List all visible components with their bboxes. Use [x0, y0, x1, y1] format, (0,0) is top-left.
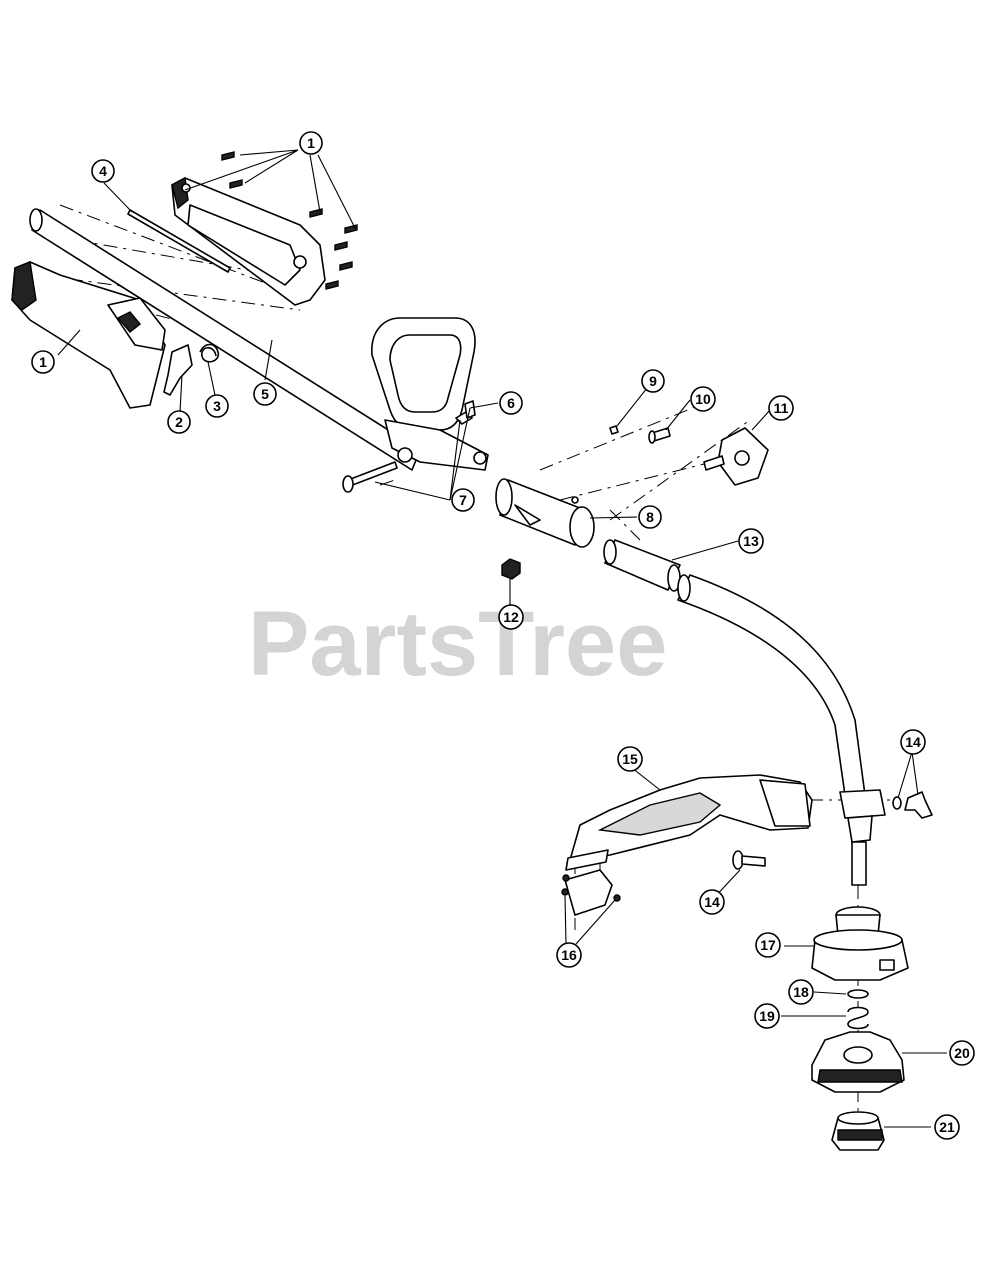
callout-12[interactable]: 12 [498, 604, 524, 630]
watermark: PartsTree TM [248, 593, 738, 695]
callouts: 1 1 2 3 4 5 6 7 8 9 10 1 [31, 131, 975, 1140]
callout-21[interactable]: 21 [934, 1114, 960, 1140]
svg-text:14: 14 [704, 894, 720, 910]
coupler-bolt [648, 427, 671, 444]
wing-nut-and-washer [892, 791, 933, 819]
lower-shaft-insert [603, 539, 681, 592]
svg-text:12: 12 [503, 609, 519, 625]
bump-knob [831, 1111, 885, 1151]
callout-18[interactable]: 18 [788, 979, 814, 1005]
callout-17[interactable]: 17 [755, 932, 781, 958]
lower-shaft [677, 574, 866, 796]
leader-lines [57, 149, 947, 1128]
rear-handle [11, 261, 166, 409]
callout-5[interactable]: 5 [253, 382, 277, 406]
callout-9[interactable]: 9 [641, 369, 665, 393]
callout-14-bolt[interactable]: 14 [699, 889, 725, 915]
svg-text:1: 1 [307, 135, 315, 151]
svg-text:18: 18 [793, 984, 809, 1000]
svg-text:5: 5 [261, 386, 269, 402]
svg-text:19: 19 [759, 1008, 775, 1024]
locating-pin [609, 425, 619, 435]
handle-cover [171, 176, 326, 306]
throttle-cable [127, 209, 231, 273]
svg-text:13: 13 [743, 533, 759, 549]
callout-10[interactable]: 10 [690, 386, 716, 412]
callout-3[interactable]: 3 [205, 394, 229, 418]
callout-1-handle[interactable]: 1 [31, 350, 55, 374]
svg-text:4: 4 [99, 163, 107, 179]
throttle-trigger [163, 344, 193, 396]
svg-text:14: 14 [905, 734, 921, 750]
svg-text:6: 6 [507, 395, 515, 411]
svg-text:10: 10 [695, 391, 711, 407]
upper-shaft [29, 208, 421, 471]
callout-6[interactable]: 6 [499, 391, 523, 415]
handle-cover-screws [221, 151, 358, 290]
svg-text:7: 7 [459, 492, 467, 508]
callout-14-wingnut[interactable]: 14 [900, 729, 926, 755]
assist-handle [371, 317, 489, 471]
svg-text:21: 21 [939, 1119, 955, 1135]
spool [811, 1031, 905, 1093]
callout-16[interactable]: 16 [556, 942, 582, 968]
spool-housing [811, 906, 909, 981]
svg-text:15: 15 [622, 751, 638, 767]
callout-19[interactable]: 19 [754, 1003, 780, 1029]
svg-text:2: 2 [175, 414, 183, 430]
svg-text:1: 1 [39, 354, 47, 370]
line-cutter-blade-and-screws [561, 869, 621, 916]
knob [703, 427, 769, 486]
callout-8[interactable]: 8 [638, 505, 662, 529]
svg-text:8: 8 [646, 509, 654, 525]
callout-15[interactable]: 15 [617, 746, 643, 772]
callout-13[interactable]: 13 [738, 528, 764, 554]
washer [847, 989, 869, 999]
svg-text:11: 11 [774, 400, 789, 416]
callout-4[interactable]: 4 [91, 159, 115, 183]
spring [847, 1006, 869, 1030]
callout-7[interactable]: 7 [451, 488, 475, 512]
svg-text:20: 20 [954, 1045, 970, 1061]
debris-shield [565, 774, 813, 871]
carriage-bolt [732, 850, 766, 870]
svg-text:17: 17 [760, 937, 776, 953]
svg-text:9: 9 [649, 373, 657, 389]
callout-11[interactable]: 11 [768, 395, 794, 421]
shaft-clamp [839, 789, 886, 886]
callout-1-screws[interactable]: 1 [299, 131, 323, 155]
callout-20[interactable]: 20 [949, 1040, 975, 1066]
coupler-nut [501, 558, 521, 580]
svg-text:3: 3 [213, 398, 221, 414]
coupler [495, 478, 595, 548]
trigger-spring [199, 343, 220, 363]
watermark-text: PartsTree [248, 593, 667, 695]
svg-text:16: 16 [561, 947, 577, 963]
callout-2[interactable]: 2 [167, 410, 191, 434]
parts [11, 151, 933, 1151]
